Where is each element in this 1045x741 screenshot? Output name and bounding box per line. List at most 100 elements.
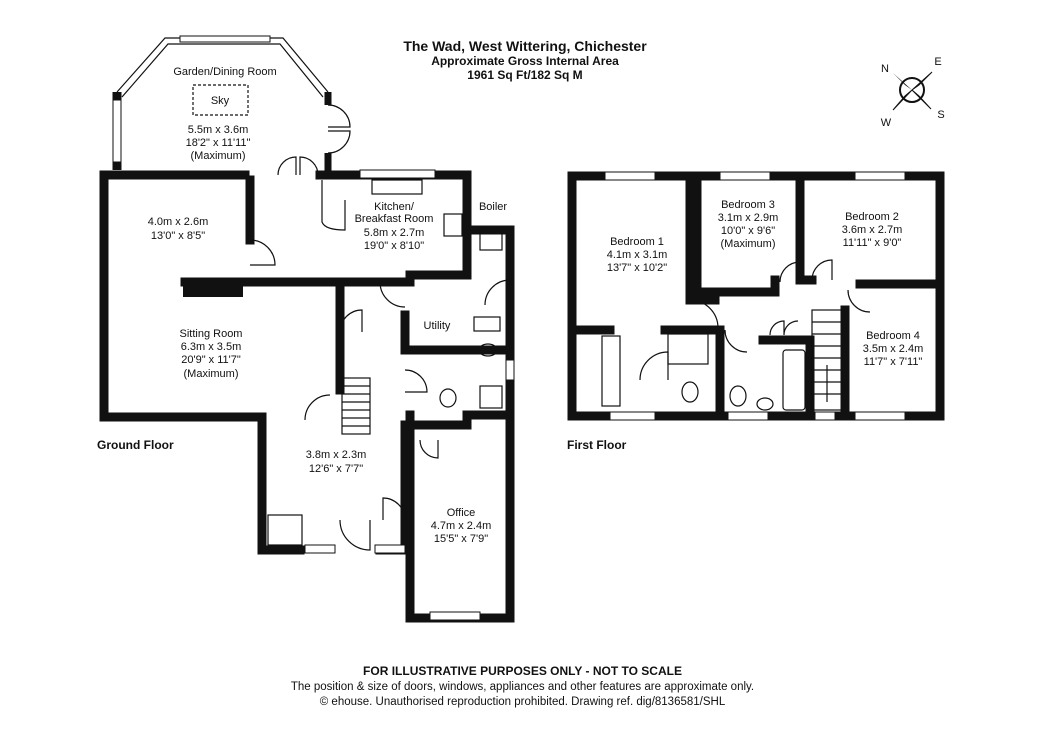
garden-room-note: (Maximum) [191,150,246,162]
bed2-left-wall [795,171,817,285]
bathroom-toilet [729,385,747,407]
ground-floor-plan [99,35,515,623]
garden-room-metric: 5.5m x 3.6m [188,124,249,136]
hall-cupboard [267,514,303,546]
lounge-imperial: 13'0" x 8'5" [151,230,205,242]
boiler-unit [479,227,503,251]
property-title: The Wad, West Wittering, Chichester [403,38,647,54]
compass-w: W [881,117,892,129]
airing-cupboard-door [769,320,799,336]
bed1-name: Bedroom 1 [610,236,664,248]
hall-left-wall [257,412,305,555]
bed3-metric: 3.1m x 2.9m [718,212,779,224]
lounge-door [249,239,276,266]
bed4-metric: 3.5m x 2.4m [863,343,924,355]
hall-right-wall [375,225,515,555]
kitchen-walls [315,170,472,287]
office-name: Office [447,507,476,519]
hall-imperial: 12'6" x 7'7" [309,463,363,475]
bed3-name: Bedroom 3 [721,199,775,211]
kitchen-counter [321,180,346,231]
bed3-window [719,171,771,181]
wc-door [404,369,428,393]
ensuite-toilet [681,381,699,403]
footer-note: The position & size of doors, windows, a… [290,681,755,693]
bathtub [782,349,806,411]
office-door [382,497,406,521]
bed3-door [779,261,801,283]
kitchen-imperial: 19'0" x 8'10" [364,240,424,252]
sitting-room-name: Sitting Room [180,328,243,340]
bed4-window [854,411,906,421]
garden-door-b [299,156,319,176]
plan-footer: FOR ILLUSTRATIVE PURPOSES ONLY - NOT TO … [200,664,845,708]
office-imperial: 15'5" x 7'9" [434,533,488,545]
utility-door [379,281,406,308]
compass-n: N [881,63,889,75]
first-floor-label: First Floor [567,438,627,452]
sitting-room-metric: 6.3m x 3.5m [181,341,242,353]
first-floor-stairs [811,309,843,411]
sitting-door [339,309,363,333]
compass-e: E [934,56,941,68]
area-value: 1961 Sq Ft/182 Sq M [467,68,583,82]
ensuite-walls [660,325,725,421]
utility-label: Utility [424,320,451,332]
bed4-name: Bedroom 4 [866,330,920,342]
copyright: © ehouse. Unauthorised reproduction proh… [319,696,726,708]
kitchen-sink [371,179,423,195]
bathroom-walls [758,335,815,421]
lounge-metric: 4.0m x 2.6m [148,216,209,228]
sitting-room-note: (Maximum) [184,368,239,380]
front-door [339,519,371,551]
ensuite-shower [667,333,709,365]
utility-walls [400,310,510,355]
garden-window-left [112,99,122,163]
wc-basin [478,343,498,357]
ensuite-door [639,351,669,381]
hall-window-right [374,544,406,554]
bed1-wardrobe [601,335,621,407]
first-floor-plan [567,171,945,421]
bed2-imperial: 11'11" x 9'0" [843,237,902,249]
garden-door-a [277,156,297,176]
bed2-door [811,259,833,281]
kitchen-window [359,169,436,179]
sitting-room-imperial: 20'9" x 11'7" [181,354,241,366]
wc-window [505,359,515,381]
bed3-imperial: 10'0" x 9'6" [721,225,775,237]
bathroom-window [727,411,769,421]
landing-window [814,411,836,421]
utility-sink [473,316,501,332]
shower-tray [479,385,503,409]
kitchen-name-2: Breakfast Room [355,213,434,225]
bathroom-basin [756,397,774,411]
bed4-door [847,289,871,313]
sitting-left-bottom-wall [99,170,267,422]
bed1-metric: 4.1m x 3.1m [607,249,668,261]
bed2-name: Bedroom 2 [845,211,899,223]
garden-room-bay-inner [121,43,324,98]
bed1-door [689,299,719,329]
garden-room-imperial: 18'2" x 11'11" [186,137,251,149]
wc-toilet [439,388,457,408]
bed2-window [854,171,906,181]
hall-window-left [304,544,336,554]
skylight-label: Sky [211,95,230,107]
compass-icon [892,71,933,111]
bathroom-door [724,329,748,353]
bed1-window [604,171,656,181]
patio-door-upper [327,104,351,128]
area-subtitle: Approximate Gross Internal Area [431,54,619,68]
compass-s: S [937,109,944,121]
bed1-rear-window [609,411,656,421]
stair-door [304,394,331,421]
office-window [429,611,481,621]
first-floor-outline [567,171,945,421]
bed1-imperial: 13'7" x 10'2" [607,262,667,274]
ground-stairs [341,377,371,435]
plan-header: The Wad, West Wittering, Chichester Appr… [340,38,710,82]
bed3-walls [692,171,780,297]
patio-door-lower [327,130,351,154]
